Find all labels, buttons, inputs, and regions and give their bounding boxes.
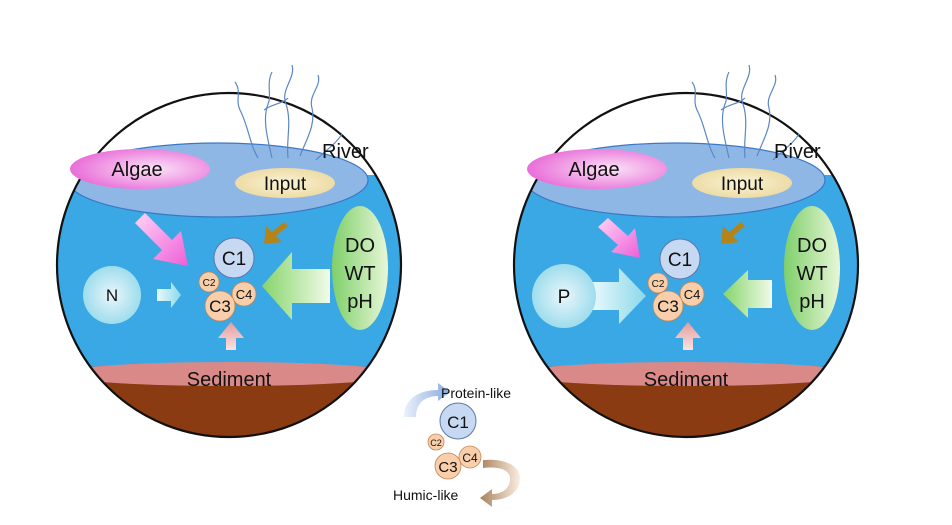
component-c4-label: C4 [684, 287, 701, 302]
component-c3-label: C3 [657, 297, 679, 316]
component-c1-label: C1 [222, 249, 246, 270]
sediment-label: Sediment [187, 369, 272, 391]
component-c1 [213, 237, 255, 279]
protein-curve-arrow [404, 383, 450, 417]
component-c4 [679, 281, 705, 307]
input-label: Input [264, 174, 307, 195]
sediment-label: Sediment [644, 369, 729, 391]
input-ellipse [235, 168, 335, 198]
component-c2 [198, 271, 220, 293]
input-label: Input [721, 174, 764, 195]
legend-c1-label: C1 [447, 413, 469, 432]
river-label: River [774, 141, 821, 163]
algae-ellipse [527, 149, 667, 189]
legend-c3 [434, 452, 462, 480]
component-c4-label: C4 [236, 287, 253, 302]
legend-c1 [439, 402, 477, 440]
sediment-top [59, 362, 399, 386]
nutrient-circle [83, 266, 141, 324]
algae-arrow [598, 218, 640, 258]
component-c2-label: C2 [203, 278, 216, 289]
river-streams [691, 64, 800, 161]
algae-arrow [135, 213, 188, 266]
legend: Protein-like C1 C2 C4 C3 Humic-like [393, 383, 520, 507]
algae-label: Algae [568, 159, 619, 181]
sediment-arrow [675, 322, 701, 350]
legend-c4 [458, 445, 482, 469]
nutrient-circle [532, 264, 596, 328]
factor-wt: WT [796, 263, 827, 285]
input-ellipse [692, 168, 792, 198]
legend-c2-label: C2 [430, 438, 442, 448]
nutrient-arrow [592, 268, 646, 324]
left-panel: River Algae Input DO WT pH N C1 C2 C4 C3… [55, 64, 403, 439]
factor-do: DO [797, 235, 827, 257]
component-c4 [231, 281, 257, 307]
component-c2-label: C2 [652, 279, 665, 290]
factor-ph: pH [799, 291, 825, 313]
nutrient-label: P [558, 287, 571, 308]
factor-ph: pH [347, 291, 373, 313]
sediment-arrow [218, 322, 244, 350]
humic-curve-arrow [480, 459, 520, 507]
component-c2 [647, 272, 669, 294]
sediment-top [516, 362, 856, 386]
input-arrow [721, 222, 745, 244]
component-c3-label: C3 [209, 297, 231, 316]
nutrient-label: N [106, 286, 118, 305]
component-c1-label: C1 [668, 250, 692, 271]
component-c3 [204, 290, 236, 322]
factor-box [784, 206, 840, 330]
algae-ellipse [70, 149, 210, 189]
component-c1 [659, 238, 701, 280]
factor-wt: WT [344, 263, 375, 285]
legend-protein-label: Protein-like [441, 385, 511, 401]
legend-c3-label: C3 [438, 459, 457, 476]
nutrient-arrow [157, 282, 181, 308]
river-streams [234, 64, 343, 161]
left-panel-border [55, 91, 403, 439]
factor-do: DO [345, 235, 375, 257]
legend-c2 [427, 433, 445, 451]
input-arrow [264, 222, 288, 244]
legend-c4-label: C4 [462, 451, 478, 465]
algae-label: Algae [111, 159, 162, 181]
factor-box [332, 206, 388, 330]
factor-arrow [723, 270, 772, 318]
right-panel-border [512, 91, 860, 439]
component-c3 [652, 290, 684, 322]
factor-arrow [262, 252, 330, 320]
right-panel: River Algae Input DO WT pH P C1 C2 C4 C3… [512, 64, 860, 439]
legend-humic-label: Humic-like [393, 487, 459, 503]
river-label: River [322, 141, 369, 163]
